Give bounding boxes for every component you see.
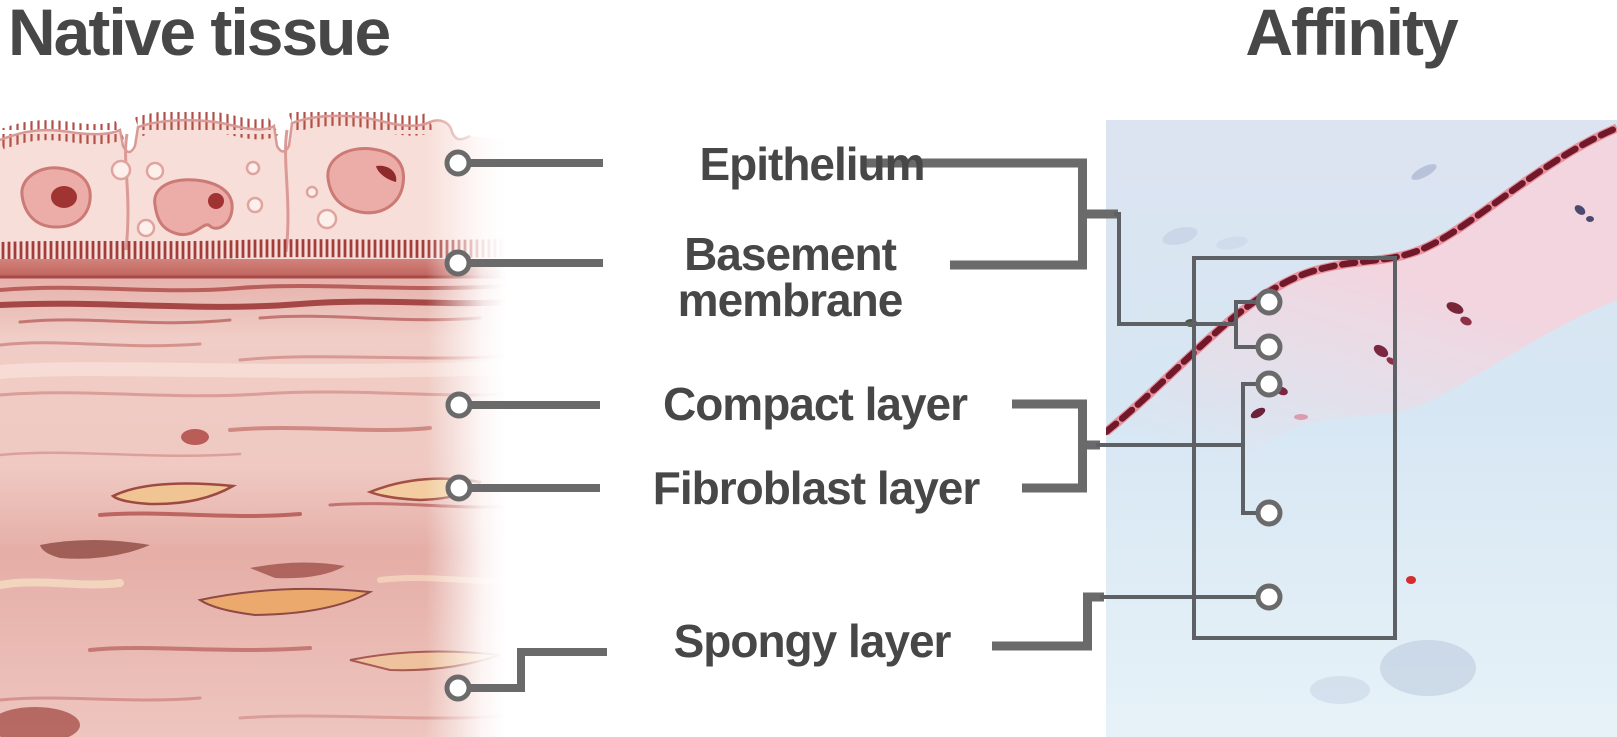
- label-basement-membrane: Basement membrane: [677, 228, 904, 326]
- marker-native-epithelium: [444, 149, 472, 177]
- marker-affinity-compact: [1255, 370, 1283, 398]
- label-spongy-layer: Spongy layer: [673, 615, 952, 667]
- epithelium-leader: [1114, 212, 1236, 326]
- compact-fibroblast-fork: [1241, 382, 1256, 515]
- connector-lines: [444, 149, 1397, 702]
- label-fibroblast-layer: Fibroblast layer: [652, 462, 981, 514]
- spongy-line-left: [469, 648, 607, 692]
- native-tissue-histology-image: [0, 110, 506, 737]
- affinity-title: Affinity: [1245, 0, 1458, 69]
- marker-affinity-basement: [1255, 333, 1283, 361]
- marker-affinity-epithelium: [1255, 288, 1283, 316]
- epithelium-basement-fork: [1234, 300, 1256, 349]
- epithelium-nuclei: [20, 147, 406, 237]
- marker-affinity-fibroblast: [1255, 499, 1283, 527]
- native-tissue-title: Native tissue: [8, 0, 391, 69]
- marker-native-spongy: [444, 674, 472, 702]
- marker-native-compact: [445, 391, 473, 419]
- label-compact-layer: Compact layer: [662, 378, 968, 430]
- affinity-membrane-band: [1106, 128, 1617, 575]
- label-epithelium: Epithelium: [699, 138, 925, 190]
- marker-native-basement: [444, 249, 472, 277]
- marker-affinity-spongy: [1255, 583, 1283, 611]
- spongy-line-right: [992, 592, 1104, 651]
- marker-native-fibroblast: [445, 474, 473, 502]
- roi-rectangle: [1192, 256, 1397, 640]
- epithelium-vesicles: [110, 159, 338, 238]
- affinity-histology-image: [1106, 120, 1617, 737]
- brush-border: [0, 239, 506, 260]
- compact-fibroblast-bracket: [1012, 399, 1087, 493]
- stroma-fibers: [0, 284, 506, 737]
